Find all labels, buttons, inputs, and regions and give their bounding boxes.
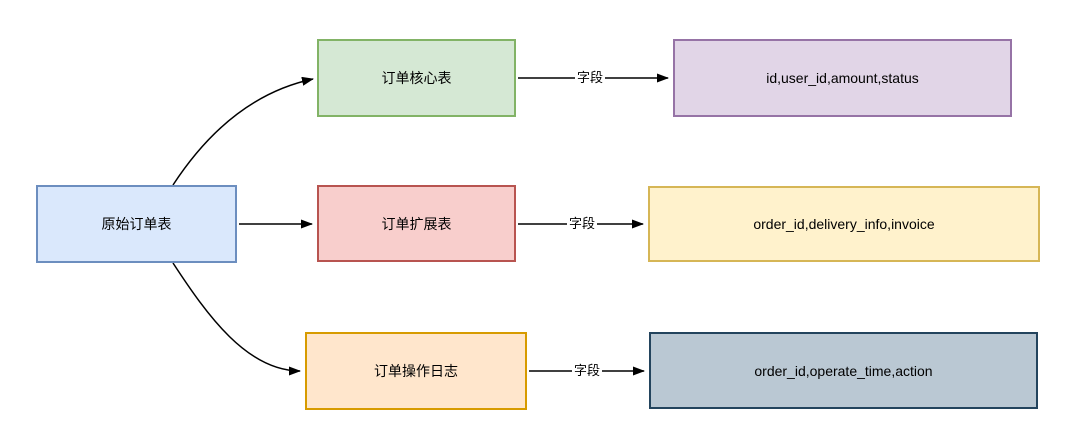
edge-label-fields: 字段 <box>571 362 603 379</box>
node-core-fields-list: id,user_id,amount,status <box>673 39 1012 117</box>
node-label: order_id,delivery_info,invoice <box>753 216 935 232</box>
node-order-extension-table: 订单扩展表 <box>317 185 516 262</box>
node-log-fields-list: order_id,operate_time,action <box>649 332 1038 409</box>
node-original-order-table: 原始订单表 <box>36 185 237 263</box>
node-label: id,user_id,amount,status <box>766 70 919 86</box>
node-label: 原始订单表 <box>101 216 172 232</box>
node-order-core-table: 订单核心表 <box>317 39 516 117</box>
node-label: 订单扩展表 <box>381 215 452 232</box>
node-label: 订单操作日志 <box>374 363 458 379</box>
node-ext-fields-list: order_id,delivery_info,invoice <box>648 186 1040 262</box>
edge-source-to-log <box>172 262 301 376</box>
edge-label-fields: 字段 <box>574 69 606 86</box>
node-order-operation-log: 订单操作日志 <box>305 332 527 410</box>
node-label: order_id,operate_time,action <box>754 362 933 379</box>
edge-source-to-core <box>172 76 314 186</box>
node-label: 订单核心表 <box>381 70 452 86</box>
edge-label-fields: 字段 <box>566 215 598 232</box>
